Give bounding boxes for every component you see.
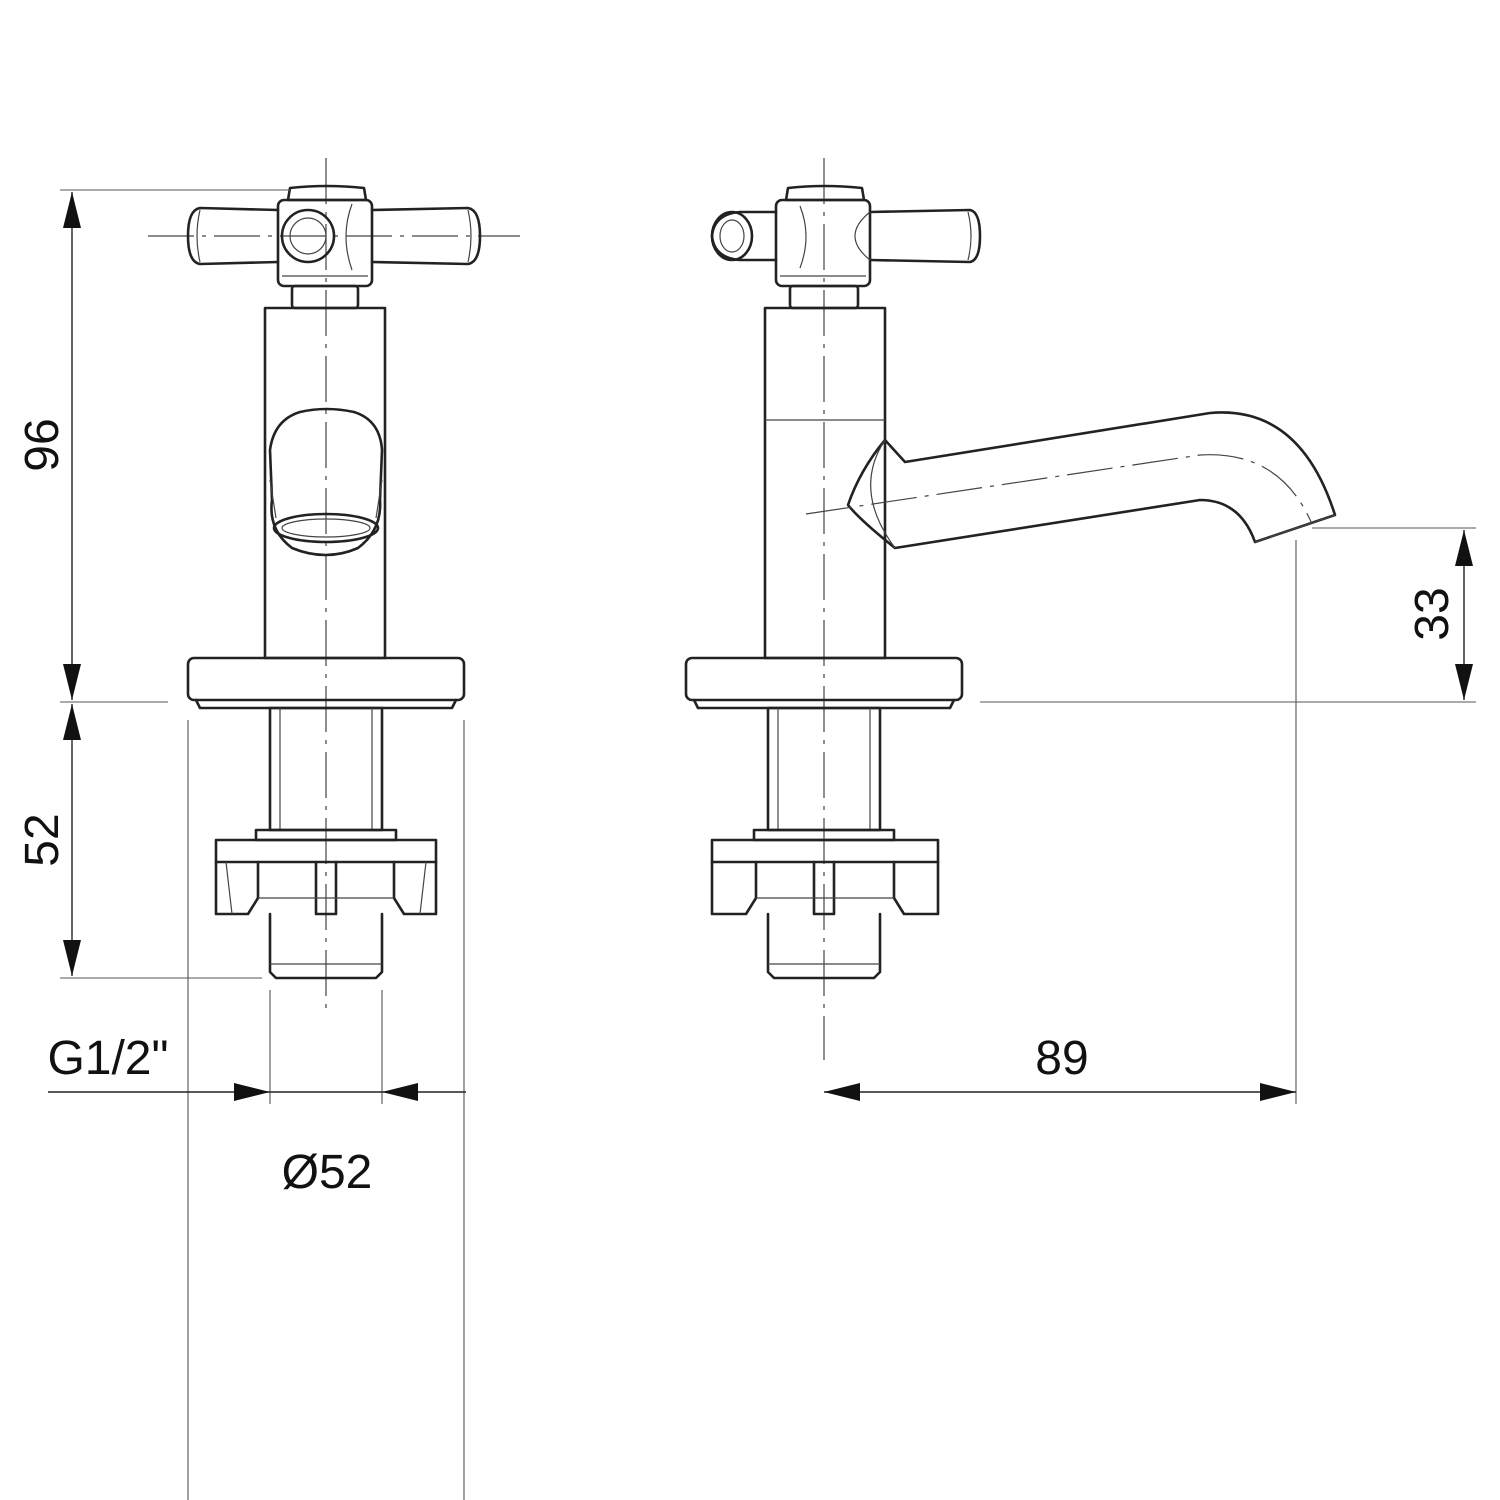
dimension-lines — [48, 189, 1476, 1500]
dim-label-diameter: Ø52 — [282, 1146, 373, 1199]
side-body — [763, 306, 887, 660]
side-spout — [805, 411, 1337, 550]
side-thread-tail — [766, 912, 882, 980]
side-handle — [710, 184, 982, 288]
dim-label-33: 33 — [1406, 587, 1459, 640]
dim-label-96: 96 — [16, 418, 69, 471]
dim-label-thread: G1/2" — [47, 1032, 168, 1085]
front-handle — [186, 184, 482, 288]
front-neck — [290, 284, 360, 310]
front-thread-tail — [268, 912, 384, 980]
dim-label-52: 52 — [16, 813, 69, 866]
side-view — [684, 158, 1337, 1060]
dim-label-89: 89 — [1035, 1032, 1088, 1085]
front-body — [263, 306, 387, 660]
side-backnut — [710, 828, 940, 916]
front-view — [148, 158, 520, 1015]
front-backnut — [214, 828, 438, 916]
